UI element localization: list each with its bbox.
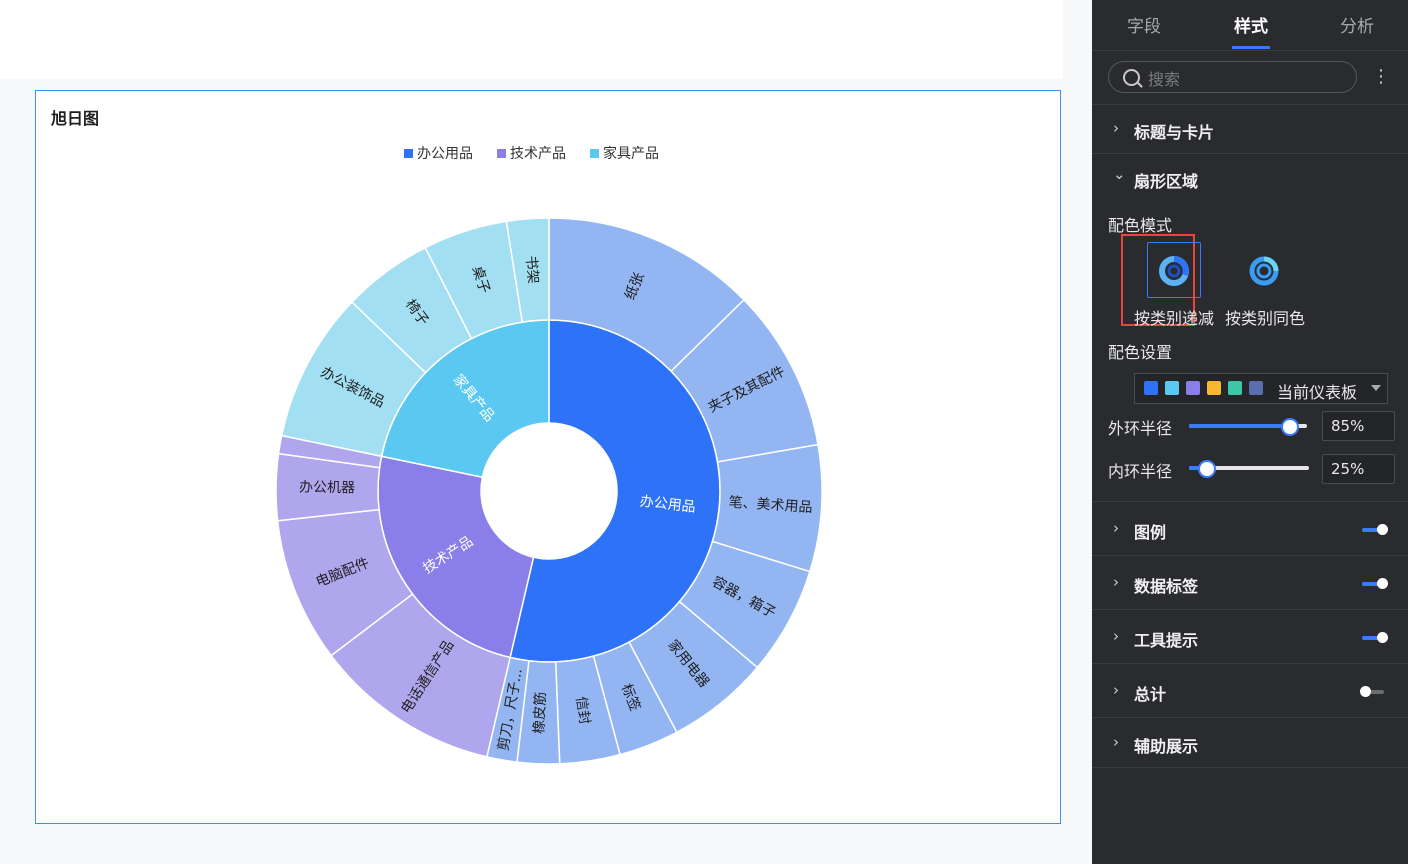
section-legend[interactable]: › 图例 (1092, 505, 1408, 553)
color-scheme-value: 当前仪表板 (1277, 383, 1358, 402)
sunburst-same-color-icon[interactable] (1248, 255, 1280, 287)
color-mode-label: 配色模式 (1108, 216, 1173, 235)
legend-toggle[interactable] (1362, 524, 1388, 535)
color-mode-option-label[interactable]: 按类别递减 (1134, 309, 1215, 328)
search-placeholder: 搜索 (1148, 70, 1181, 89)
tooltip-toggle[interactable] (1362, 632, 1388, 643)
sunburst-subcategory-label: 书架 (523, 255, 541, 284)
color-mode-selected-highlight (1121, 234, 1195, 326)
inner-radius-value: 25% (1331, 460, 1365, 478)
palette-swatch (1207, 381, 1221, 395)
palette-swatch (1228, 381, 1242, 395)
outer-radius-label: 外环半径 (1108, 419, 1173, 438)
search-input[interactable]: 搜索 (1108, 61, 1357, 93)
inner-radius-slider-fill (1189, 466, 1206, 470)
divider (1092, 663, 1408, 664)
outer-radius-input[interactable]: 85% (1322, 411, 1395, 441)
caret-down-icon (1371, 385, 1381, 391)
divider (1092, 104, 1408, 105)
chevron-right-icon: › (1113, 681, 1119, 699)
panel-tabs: 字段 样式 分析 (1092, 0, 1408, 51)
divider (1092, 609, 1408, 610)
data-labels-toggle[interactable] (1362, 578, 1388, 589)
inner-radius-input[interactable]: 25% (1322, 454, 1395, 484)
section-total[interactable]: › 总计 (1092, 667, 1408, 715)
section-title: 工具提示 (1134, 631, 1199, 650)
color-settings-label: 配色设置 (1108, 343, 1173, 362)
inner-radius-slider[interactable] (1189, 466, 1309, 470)
tab-style[interactable]: 样式 (1234, 17, 1268, 37)
tab-analysis[interactable]: 分析 (1340, 17, 1374, 37)
color-scheme-select[interactable]: 当前仪表板 (1134, 373, 1388, 404)
inner-radius-slider-handle[interactable] (1197, 460, 1216, 478)
sunburst-subcategory-label: 信封 (572, 695, 592, 725)
section-title: 数据标签 (1134, 577, 1199, 596)
section-tooltip[interactable]: › 工具提示 (1092, 613, 1408, 661)
legend-swatch (404, 148, 413, 158)
divider (1092, 767, 1408, 768)
divider (1092, 555, 1408, 556)
divider (1092, 153, 1408, 154)
legend-label: 技术产品 (510, 146, 566, 162)
chart-card[interactable]: 旭日图 办公用品 技术产品 家具产品 办公用品纸张夹子及其配件笔、美术用品容器，… (35, 90, 1061, 824)
section-title: 标题与卡片 (1134, 123, 1215, 142)
chevron-right-icon: › (1113, 519, 1119, 537)
color-mode-option-decreasing[interactable] (1147, 242, 1201, 298)
sunburst-category-label: 办公用品 (639, 494, 696, 516)
color-mode-option-label[interactable]: 按类别同色 (1225, 309, 1306, 328)
sunburst-subcategory-label: 笔、美术用品 (728, 495, 813, 516)
sunburst-sector-subcategory[interactable] (505, 217, 550, 323)
divider (1092, 717, 1408, 718)
tab-fields[interactable]: 字段 (1127, 17, 1161, 37)
palette-swatch (1186, 381, 1200, 395)
chevron-right-icon: › (1113, 627, 1119, 645)
divider (1092, 501, 1408, 502)
legend-item-furniture[interactable]: 家具产品 (590, 143, 659, 163)
legend-label: 家具产品 (603, 146, 659, 162)
sunburst-subcategory-label: 橡皮筋 (530, 691, 549, 734)
section-title: 辅助展示 (1134, 737, 1199, 756)
section-data-labels[interactable]: › 数据标签 (1092, 559, 1408, 607)
chart-title: 旭日图 (51, 109, 100, 128)
legend-swatch (497, 148, 506, 158)
search-icon (1123, 69, 1140, 86)
tab-active-indicator (1232, 46, 1270, 49)
palette-swatch (1249, 381, 1263, 395)
total-toggle[interactable] (1360, 686, 1386, 697)
outer-radius-slider-fill (1189, 424, 1290, 428)
legend-item-office[interactable]: 办公用品 (404, 143, 473, 163)
chevron-right-icon: › (1113, 573, 1119, 591)
legend-swatch (590, 148, 599, 158)
outer-radius-value: 85% (1331, 417, 1365, 435)
outer-radius-slider-handle[interactable] (1281, 418, 1300, 436)
top-bar (0, 0, 1063, 79)
palette-swatch (1144, 381, 1158, 395)
more-icon[interactable]: ⋮ (1372, 66, 1390, 87)
palette-swatch (1165, 381, 1179, 395)
section-auxiliary[interactable]: › 辅助展示 (1092, 719, 1408, 767)
section-title: 图例 (1134, 523, 1167, 542)
section-title-card[interactable]: › 标题与卡片 (1092, 105, 1408, 153)
section-sector-area[interactable]: ⌄ 扇形区域 (1092, 154, 1408, 202)
sunburst-subcategory-label: 办公机器 (299, 480, 355, 497)
chevron-right-icon: › (1113, 733, 1119, 751)
settings-panel: 字段 样式 分析 搜索 ⋮ › 标题与卡片 ⌄ 扇形区域 配色模式 按类别递减 … (1092, 0, 1408, 864)
sunburst-decreasing-icon (1159, 256, 1189, 286)
chart-legend: 办公用品 技术产品 家具产品 (404, 143, 659, 163)
legend-item-tech[interactable]: 技术产品 (497, 143, 566, 163)
chevron-right-icon: › (1113, 119, 1119, 137)
section-title: 总计 (1134, 685, 1167, 704)
sunburst-chart[interactable]: 办公用品纸张夹子及其配件笔、美术用品容器，箱子家用电器标签信封橡皮筋剪刀，尺子.… (36, 91, 1060, 823)
section-title: 扇形区域 (1134, 172, 1199, 191)
legend-label: 办公用品 (417, 146, 473, 162)
inner-radius-label: 内环半径 (1108, 462, 1173, 481)
chevron-down-icon: ⌄ (1113, 165, 1126, 183)
